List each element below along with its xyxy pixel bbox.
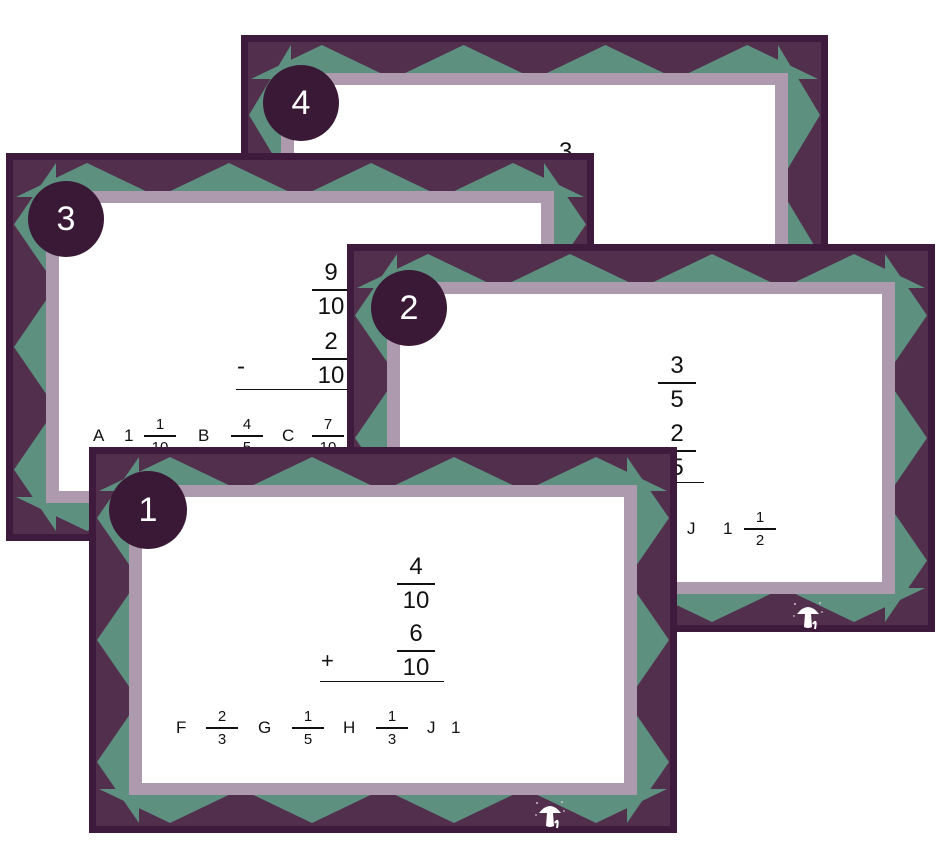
answer-label-g: G <box>258 718 272 737</box>
card-frame <box>89 447 677 833</box>
card-number-badge: 4 <box>263 65 339 141</box>
answer-label-f: F <box>176 718 187 737</box>
answer-label-a: A <box>93 426 105 445</box>
answer-label-j: J <box>427 718 436 737</box>
mushroom-logo-icon <box>793 602 823 630</box>
operator-minus: - <box>237 353 245 380</box>
sum-line <box>236 389 354 391</box>
answer-j-value: 1 <box>451 718 461 737</box>
answer-j-whole: 1 <box>723 519 733 538</box>
card-number-badge: 2 <box>371 270 447 346</box>
card-number-badge: 1 <box>109 471 187 549</box>
answer-label-c: C <box>282 426 295 445</box>
operator-plus: + <box>321 648 334 673</box>
answer-label-b: B <box>198 426 210 445</box>
mushroom-logo-icon <box>535 801 565 829</box>
answer-label-j: J <box>687 519 696 538</box>
answer-label-h: H <box>343 718 356 737</box>
sum-line <box>320 681 444 683</box>
answer-a-whole: 1 <box>124 426 134 445</box>
card-number-badge: 3 <box>28 181 104 257</box>
